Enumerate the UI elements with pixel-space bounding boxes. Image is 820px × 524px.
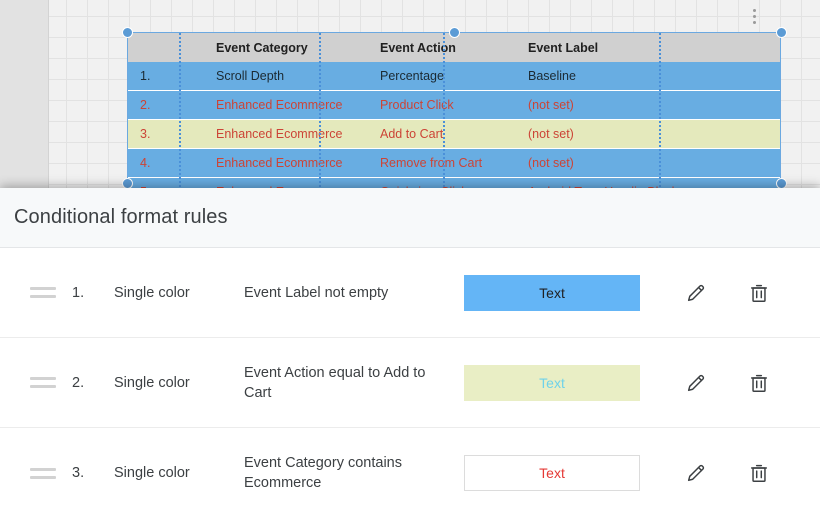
cell-event-action: Remove from Cart xyxy=(368,148,516,178)
preview-swatch: Text xyxy=(464,364,640,401)
rule-preview: Text xyxy=(464,364,640,401)
dialog-header: Conditional format rules xyxy=(0,188,820,248)
editor-left-rail xyxy=(0,0,49,190)
more-vert-icon[interactable] xyxy=(748,4,760,28)
column-header-event-category[interactable]: Event Category xyxy=(204,33,368,62)
table-row[interactable]: 5. Enhanced Ecommerce Quickview Click An… xyxy=(128,177,780,189)
table-header-row: Event Category Event Action Event Label … xyxy=(128,33,780,62)
selection-handle-top-left[interactable] xyxy=(122,27,133,38)
rule-index: 2. xyxy=(72,374,85,391)
rule-type: Single color xyxy=(114,374,190,391)
cell-event-category: Scroll Depth xyxy=(204,62,368,91)
drag-handle-icon[interactable] xyxy=(30,287,56,298)
cell-total-events: 6,385 xyxy=(756,119,780,149)
cell-event-label: Android Tees Hoodie Black xyxy=(516,177,756,189)
cell-event-action: Product Click xyxy=(368,90,516,120)
cell-index: 2. xyxy=(128,90,204,120)
rules-list: 1. Single color Event Label not empty Te… xyxy=(0,248,820,518)
cell-event-action: Quickview Click xyxy=(368,177,516,189)
rule-preview: Text xyxy=(464,274,640,311)
trash-icon[interactable] xyxy=(742,276,776,310)
trash-icon[interactable] xyxy=(742,366,776,400)
cell-index: 4. xyxy=(128,148,204,178)
table-body: 1. Scroll Depth Percentage Baseline 120,… xyxy=(128,62,780,189)
rule-type: Single color xyxy=(114,284,190,301)
table-row[interactable]: 2. Enhanced Ecommerce Product Click (not… xyxy=(128,90,780,120)
cell-event-label: (not set) xyxy=(516,148,756,178)
selection-handle-top-right[interactable] xyxy=(776,27,787,38)
cell-total-events: 1,009 xyxy=(756,177,780,189)
rule-preview: Text xyxy=(464,455,640,491)
cell-event-category: Enhanced Ecommerce xyxy=(204,177,368,189)
table-header: Event Category Event Action Event Label … xyxy=(128,33,780,62)
rule-row[interactable]: 2. Single color Event Action equal to Ad… xyxy=(0,338,820,428)
cell-event-action: Add to Cart xyxy=(368,119,516,149)
conditional-format-rules-dialog: Conditional format rules 1. Single color… xyxy=(0,188,820,524)
rule-actions xyxy=(640,456,790,490)
rule-index: 1. xyxy=(72,284,85,301)
cell-index: 5. xyxy=(128,177,204,189)
rule-condition: Event Label not empty xyxy=(244,284,389,301)
cell-total-events: 9,113 xyxy=(756,90,780,120)
rule-type: Single color xyxy=(114,465,190,481)
preview-swatch: Text xyxy=(464,455,640,491)
pencil-icon[interactable] xyxy=(679,366,713,400)
report-table: Event Category Event Action Event Label … xyxy=(128,33,780,189)
rule-actions xyxy=(640,366,790,400)
pencil-icon[interactable] xyxy=(679,276,713,310)
rule-index: 3. xyxy=(72,465,85,481)
preview-swatch: Text xyxy=(464,274,640,311)
report-editor-canvas: Event Category Event Action Event Label … xyxy=(0,0,820,190)
column-header-total-events[interactable]: Total Events xyxy=(756,33,780,62)
column-header-index[interactable] xyxy=(128,33,204,62)
cell-event-category: Enhanced Ecommerce xyxy=(204,90,368,120)
cell-event-label: (not set) xyxy=(516,90,756,120)
dialog-title: Conditional format rules xyxy=(14,206,228,228)
cell-total-events: 1,866 xyxy=(756,148,780,178)
rule-condition: Event Action equal to Add to Cart xyxy=(244,364,426,401)
table-row[interactable]: 3. Enhanced Ecommerce Add to Cart (not s… xyxy=(128,119,780,149)
selection-handle-top-center[interactable] xyxy=(449,27,460,38)
cell-event-label: (not set) xyxy=(516,119,756,149)
cell-event-category: Enhanced Ecommerce xyxy=(204,119,368,149)
cell-index: 3. xyxy=(128,119,204,149)
pencil-icon[interactable] xyxy=(679,456,713,490)
cell-event-label: Baseline xyxy=(516,62,756,91)
cell-index: 1. xyxy=(128,62,204,91)
cell-event-action: Percentage xyxy=(368,62,516,91)
drag-handle-icon[interactable] xyxy=(30,377,56,388)
table-row[interactable]: 1. Scroll Depth Percentage Baseline 120,… xyxy=(128,62,780,91)
cell-event-category: Enhanced Ecommerce xyxy=(204,148,368,178)
rule-actions xyxy=(640,276,790,310)
cell-total-events: 120,814 xyxy=(756,62,780,91)
trash-icon[interactable] xyxy=(742,456,776,490)
rule-condition: Event Category contains Ecommerce xyxy=(244,455,402,491)
report-table-widget[interactable]: Event Category Event Action Event Label … xyxy=(127,32,781,190)
column-header-event-label[interactable]: Event Label xyxy=(516,33,756,62)
rule-row[interactable]: 1. Single color Event Label not empty Te… xyxy=(0,248,820,338)
table-row[interactable]: 4. Enhanced Ecommerce Remove from Cart (… xyxy=(128,148,780,178)
rule-row[interactable]: 3. Single color Event Category contains … xyxy=(0,428,820,518)
column-header-event-action[interactable]: Event Action xyxy=(368,33,516,62)
drag-handle-icon[interactable] xyxy=(30,467,56,479)
